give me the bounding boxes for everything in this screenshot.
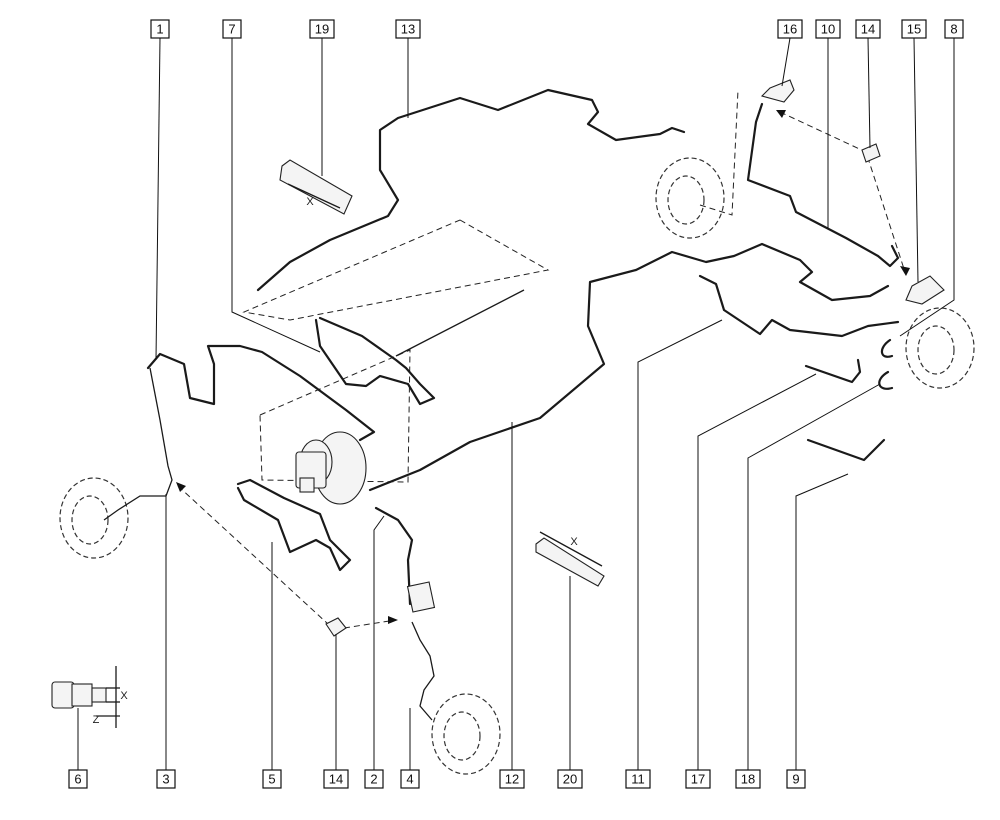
clip-15 [905,275,945,305]
callout-14-bottom: 14 [323,769,349,789]
callout-15: 15 [901,19,927,39]
callout-20: 20 [557,769,583,789]
reference-panel-dashed [242,219,550,321]
callout-6: 6 [68,769,88,789]
arrow-line-clip-left [177,485,329,625]
clip-16 [760,79,795,103]
callout-3: 3 [156,769,176,789]
brake-pipe-17 [804,358,862,384]
dimension-z-6: Z [93,714,100,726]
callout-9: 9 [786,769,806,789]
brake-pipe-18 [878,338,894,390]
callout-16: 16 [777,19,803,39]
callout-5: 5 [262,769,282,789]
callout-17: 17 [685,769,711,789]
arrow-head-icon [900,266,910,276]
rear-right-dashed [699,89,739,216]
svg-text:18: 18 [741,772,755,787]
svg-text:20: 20 [563,772,577,787]
callout-12: 12 [499,769,525,789]
svg-text:11: 11 [631,772,645,787]
svg-text:15: 15 [907,22,921,37]
dimension-x-20: X [570,536,578,548]
arrow-head-icon [388,616,398,624]
dimension-x-6: X [120,690,128,702]
svg-text:12: 12 [505,772,519,787]
arrow-head-icon [776,110,786,118]
callout-7: 7 [222,19,242,39]
svg-text:5: 5 [268,772,275,787]
hose-4 [411,621,435,721]
clip-14-top [861,143,881,163]
svg-text:1: 1 [156,22,163,37]
callout-14-top: 14 [855,19,881,39]
callout-1: 1 [150,19,170,39]
union-fitting-6: X Z [51,666,128,728]
svg-text:14: 14 [861,22,875,37]
pipe-clip-strip-20: X [535,531,605,587]
svg-text:8: 8 [950,22,957,37]
callout-18: 18 [735,769,761,789]
pipe-clip-strip-19: X [279,159,353,215]
callout-11: 11 [625,769,651,789]
reference-frame-dashed [259,349,411,483]
wheel-front-left [59,477,129,559]
wheel-rear-left [431,693,501,775]
callout-10: 10 [815,19,841,39]
hose-3 [103,367,173,521]
arrow-line-clip-top [779,111,906,273]
brake-pipe-5 [236,478,352,572]
brake-pipe-12 [368,242,890,492]
brake-pipe-7-extension [395,289,525,357]
svg-text:17: 17 [691,772,705,787]
callout-4: 4 [400,769,420,789]
brake-pipe-1 [146,344,376,442]
brake-pipe-13 [256,88,686,292]
brake-pipe-11 [698,274,900,338]
svg-text:4: 4 [406,772,413,787]
callout-13: 13 [395,19,421,39]
arrow-line-clip-bottom [343,619,397,629]
brake-pipe-9 [806,438,886,462]
svg-text:19: 19 [315,22,329,37]
brake-servo [295,431,367,505]
svg-text:9: 9 [792,772,799,787]
svg-text:7: 7 [228,22,235,37]
svg-text:16: 16 [783,22,797,37]
brake-pipe-10 [746,102,900,268]
clip-14-bottom [325,617,347,637]
wheel-front-right [905,307,975,389]
svg-text:13: 13 [401,22,415,37]
wheel-rear-right [655,157,725,239]
bracket-clip-4 [406,581,436,613]
svg-text:6: 6 [74,772,81,787]
svg-text:3: 3 [162,772,169,787]
arrow-head-icon [176,482,186,492]
leader-lines [77,37,955,770]
callout-19: 19 [309,19,335,39]
callout-8: 8 [944,19,964,39]
callout-2: 2 [364,769,384,789]
svg-text:2: 2 [370,772,377,787]
dimension-x-19: X [306,196,314,208]
svg-text:14: 14 [329,772,343,787]
svg-text:10: 10 [821,22,835,37]
brake-pipe-7 [314,316,436,406]
